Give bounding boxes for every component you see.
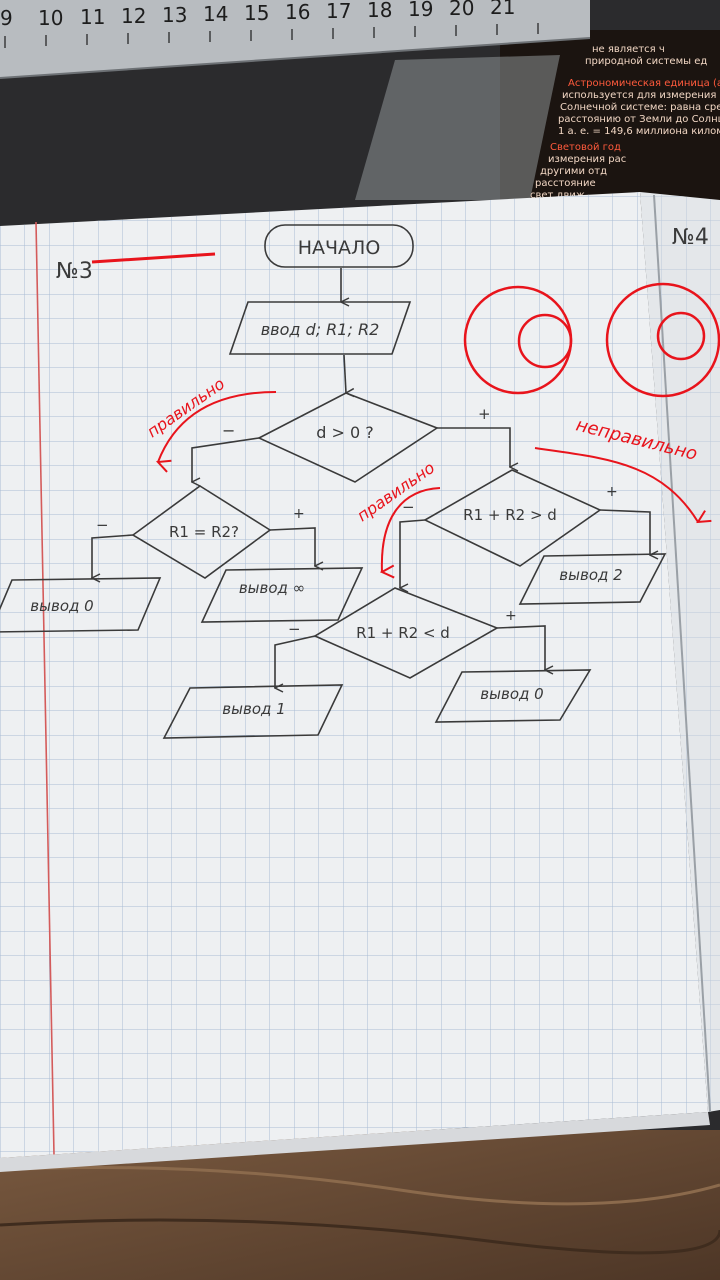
- minus-sign: −: [288, 620, 301, 638]
- circles-figure-left: [463, 285, 573, 395]
- decision-d-label: d > 0 ?: [316, 423, 374, 442]
- ruler-number: 14: [203, 2, 228, 26]
- output-two: [518, 553, 667, 605]
- output-infinity-label: вывод ∞: [239, 579, 305, 597]
- arrow: [92, 534, 134, 578]
- ruler: 9 10 11 12 13 14 15 16 17 18 19 20 21: [0, 0, 591, 79]
- decision-sum-greater: [423, 469, 602, 567]
- ruler-number: 12: [121, 4, 146, 28]
- page-fold: [653, 194, 711, 1113]
- minus-sign: −: [222, 421, 235, 440]
- book-line: не является ч: [592, 44, 665, 55]
- arrow: [496, 625, 545, 670]
- decision-less-label: R1 + R2 < d: [356, 624, 450, 642]
- output-zero-left: [0, 577, 162, 633]
- ruler-number: 18: [367, 0, 392, 22]
- red-arrow-correct-1: [158, 391, 277, 462]
- ruler-number: 16: [285, 0, 310, 24]
- ruler-number: 10: [38, 6, 63, 30]
- ruler-number: 13: [162, 3, 187, 27]
- arrow: [343, 354, 346, 393]
- plus-sign: +: [293, 506, 305, 522]
- output-two-label: вывод 2: [559, 566, 622, 584]
- circles-figure-right: [605, 282, 720, 398]
- input-block: [228, 301, 412, 355]
- transparent-protractor: [355, 55, 560, 200]
- decision-d-positive: [257, 392, 439, 483]
- book-line: расстоянию от Земли до Солнца.: [558, 114, 720, 125]
- ruler-number: 21: [490, 0, 515, 19]
- arrow: [400, 519, 426, 588]
- flowchart: НАЧАЛО ввод d; R1; R2 d > 0 ? − + R1 = R…: [0, 224, 667, 739]
- output-zero-right: [434, 669, 592, 723]
- ruler-number: 19: [408, 0, 433, 21]
- wood-grain: [0, 1218, 720, 1255]
- book-line: измерения рас: [548, 154, 626, 165]
- page-edge: [0, 1112, 710, 1172]
- start-terminator: [264, 224, 414, 268]
- book-line: Астрономическая единица (а: [568, 78, 720, 89]
- output-infinity: [200, 567, 364, 623]
- minus-sign: −: [402, 498, 415, 516]
- book-line: Солнечной системе: равна сред: [560, 102, 720, 113]
- ruler-number: 9: [0, 6, 13, 30]
- book-line: используется для измерения ра: [562, 90, 720, 101]
- start-label: НАЧАЛО: [298, 237, 381, 259]
- ruler-number: 20: [449, 0, 474, 20]
- decision-radii-equal: [131, 485, 272, 579]
- decision-sum-less: [313, 587, 499, 679]
- book-line: 1 а. е. = 149,6 миллиона километ: [558, 126, 720, 137]
- book-line: другими отд: [540, 166, 607, 177]
- ruler-number: 15: [244, 1, 269, 25]
- minus-sign: −: [96, 516, 109, 534]
- problem-number: №3: [56, 259, 93, 284]
- wood-grain: [0, 1166, 720, 1206]
- plus-sign: +: [505, 608, 517, 624]
- notebook-grid: [0, 192, 708, 1158]
- plus-sign: +: [606, 484, 618, 500]
- book-line: природной системы ед: [585, 56, 707, 67]
- plus-sign: +: [478, 405, 491, 423]
- arrow-minus-branch: [192, 437, 260, 482]
- book-text: не является ч природной системы ед Астро…: [530, 44, 720, 201]
- arrow: [269, 527, 315, 566]
- red-arrow-incorrect: [534, 447, 698, 522]
- book-line: Световой год: [550, 142, 621, 153]
- arrow: [275, 635, 316, 688]
- input-label: ввод d; R1; R2: [261, 320, 380, 339]
- book-line: свет движ: [530, 190, 585, 201]
- ruler-number: 11: [80, 5, 105, 29]
- arrow: [599, 509, 650, 555]
- red-strike-line: [91, 252, 216, 264]
- decision-greater-label: R1 + R2 > d: [463, 506, 557, 524]
- output-one-label: вывод 1: [222, 700, 285, 718]
- next-problem-number: №4: [672, 225, 709, 250]
- red-arrow-correct-2: [382, 487, 441, 572]
- ruler-number: 17: [326, 0, 351, 23]
- book-line: расстояние: [535, 178, 596, 189]
- decision-equal-label: R1 = R2?: [169, 523, 239, 541]
- arrow-plus-branch: [437, 427, 510, 467]
- output-zero-left-label: вывод 0: [30, 597, 93, 615]
- output-zero-right-label: вывод 0: [480, 685, 543, 703]
- output-one: [162, 684, 344, 739]
- margin-line: [35, 221, 55, 1156]
